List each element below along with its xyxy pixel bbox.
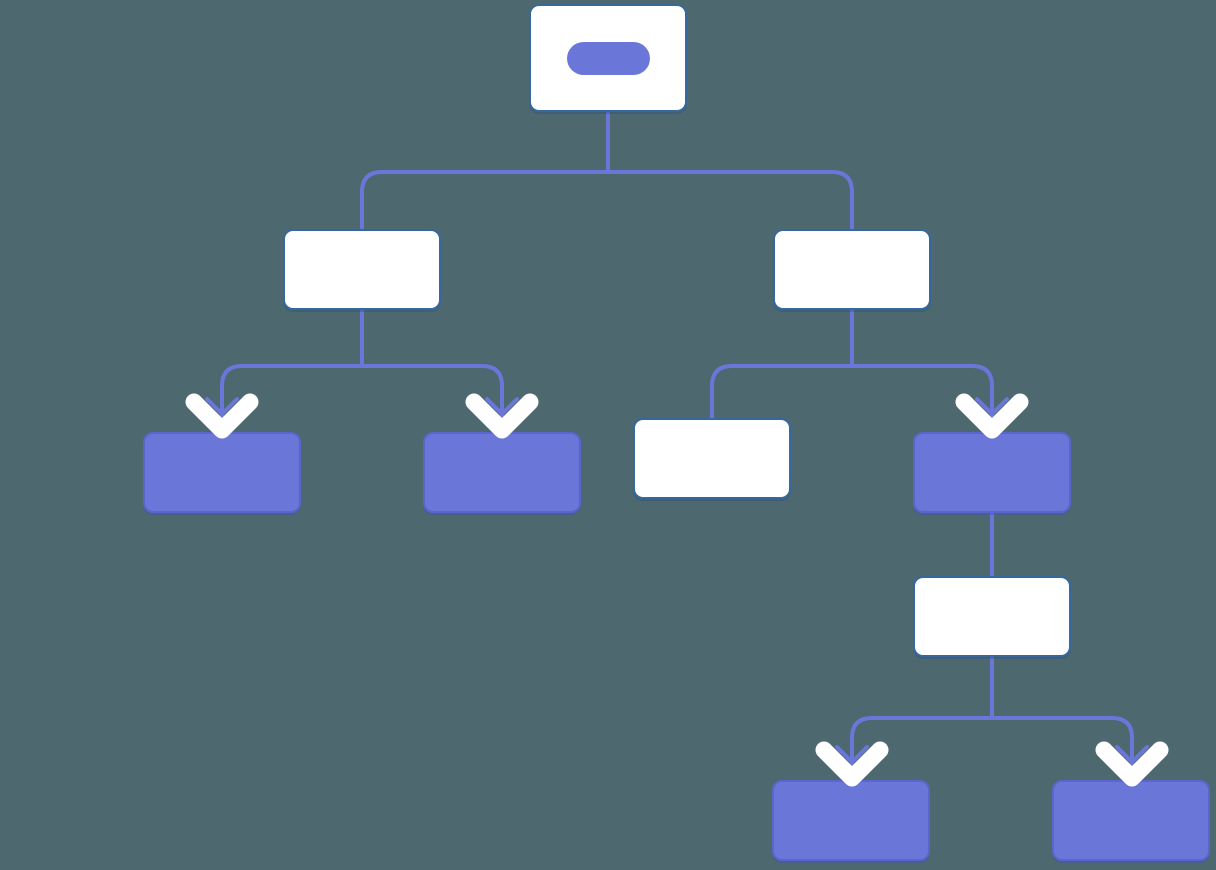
tree-node-n9[interactable] bbox=[1052, 780, 1210, 861]
tree-node-n8[interactable] bbox=[772, 780, 930, 861]
tree-node-n5[interactable] bbox=[633, 418, 791, 499]
tree-node-n6[interactable] bbox=[913, 432, 1071, 513]
root-node-pill-indicator[interactable] bbox=[567, 42, 650, 75]
tree-node-n2[interactable] bbox=[773, 229, 931, 310]
tree-node-n1[interactable] bbox=[283, 229, 441, 310]
tree-node-n4[interactable] bbox=[423, 432, 581, 513]
tree-node-n3[interactable] bbox=[143, 432, 301, 513]
tree-node-n7[interactable] bbox=[913, 576, 1071, 657]
